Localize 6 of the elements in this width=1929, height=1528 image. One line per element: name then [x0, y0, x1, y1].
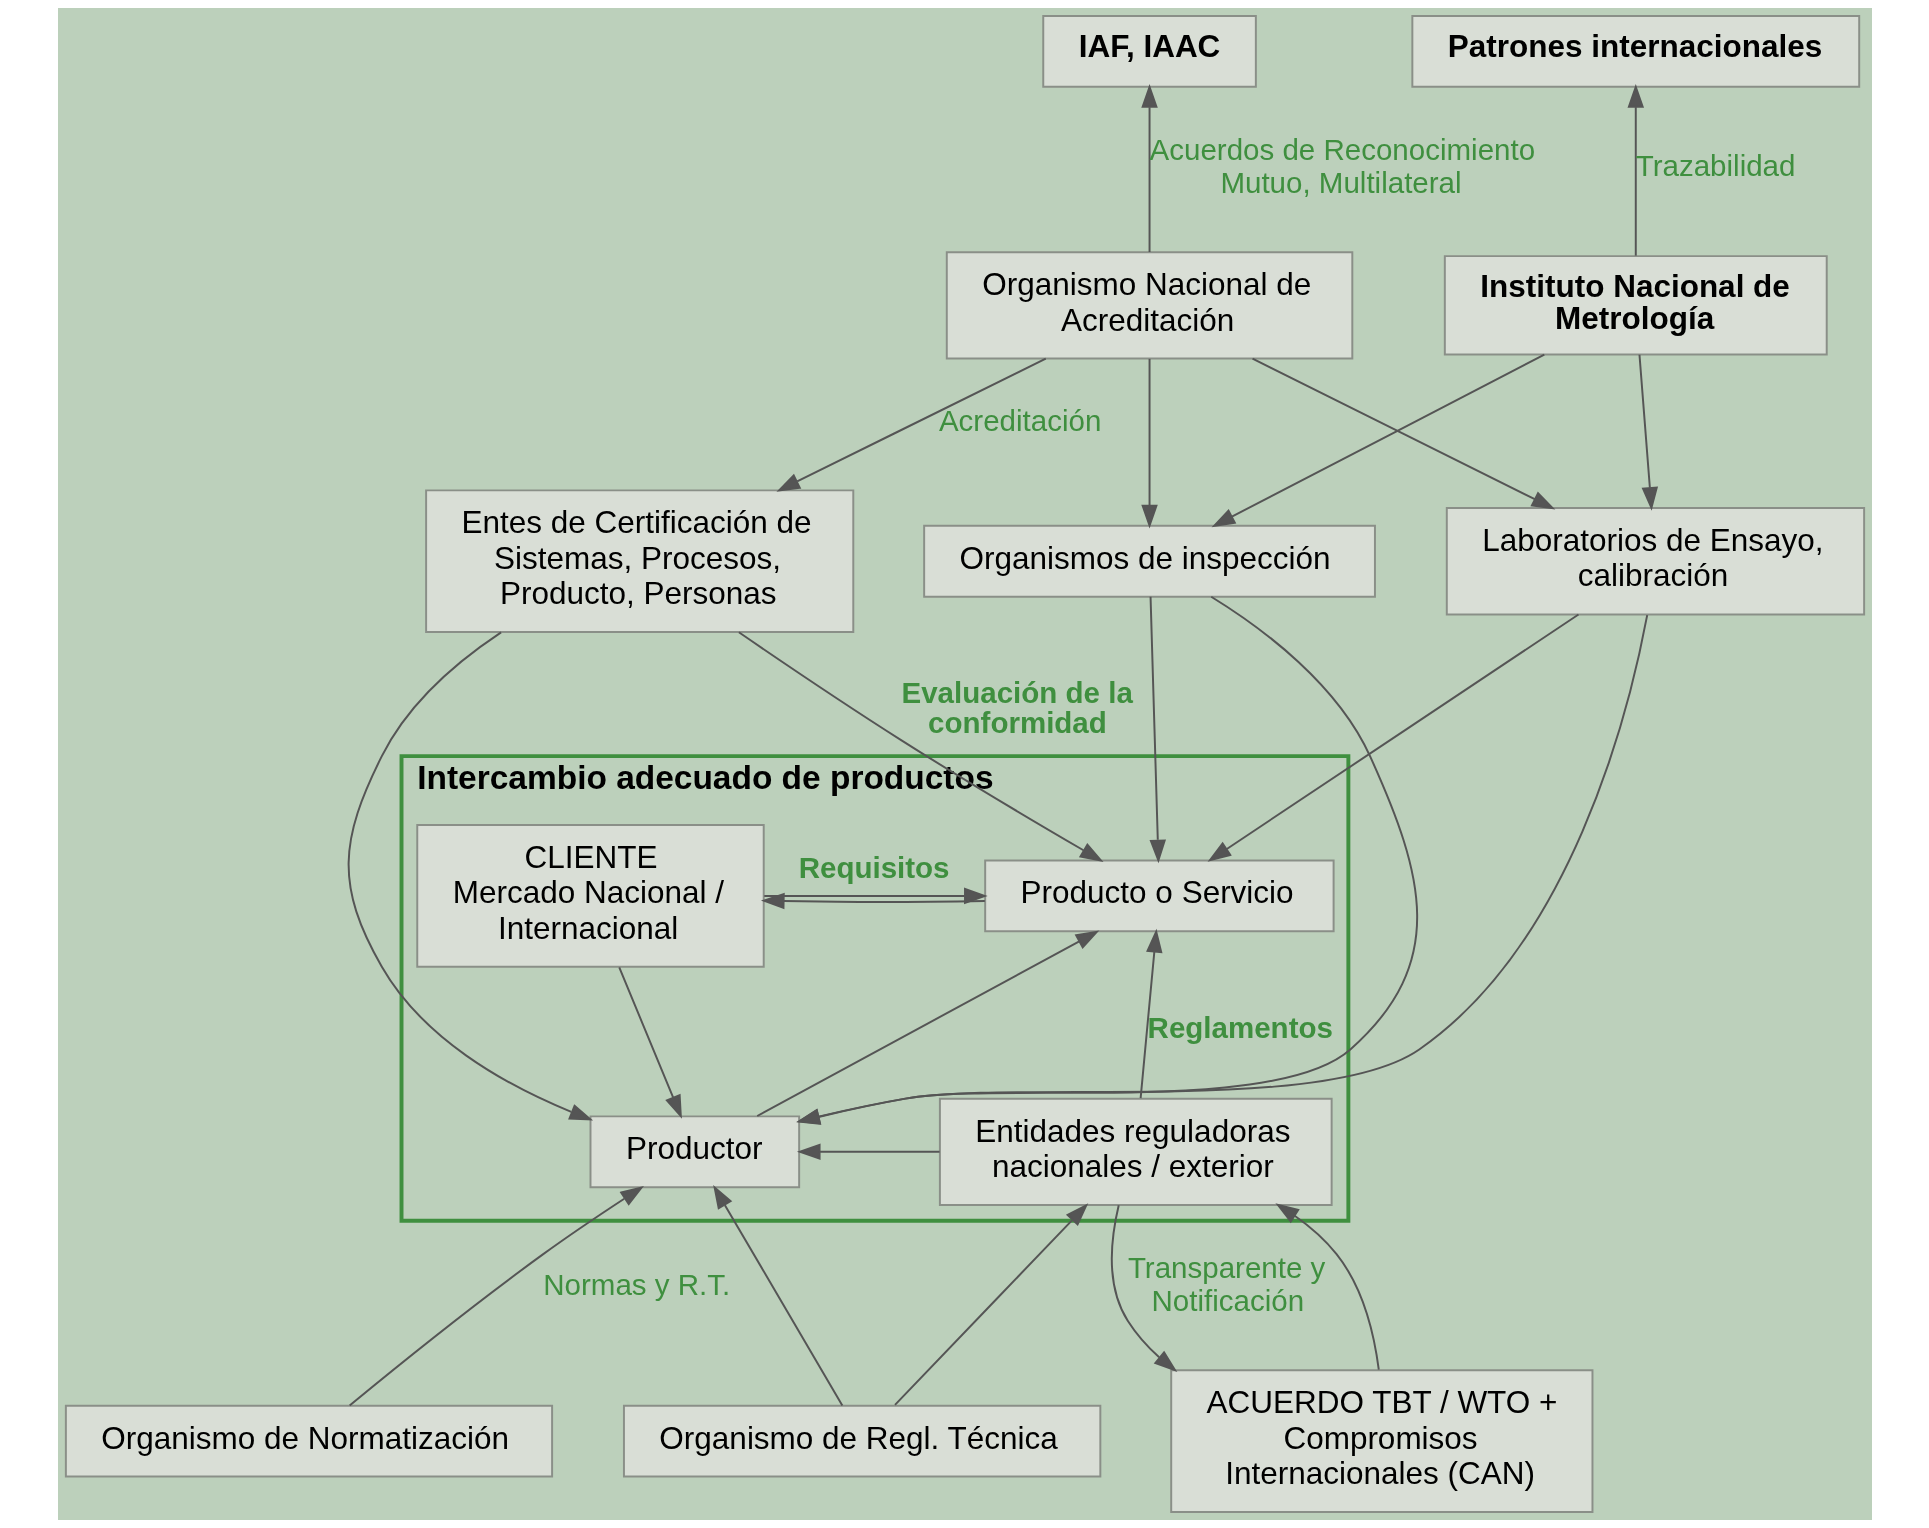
- edge-label: Transparente y Notificación: [1127, 1250, 1325, 1318]
- edge-label: Requisitos: [798, 851, 950, 885]
- edge-label: Reglamentos: [1147, 1010, 1333, 1044]
- edge-label: Acreditación: [938, 404, 1101, 438]
- edge-label: Normas y R.T.: [542, 1267, 730, 1301]
- edge-label: Evaluación de la conformidad: [901, 675, 1133, 739]
